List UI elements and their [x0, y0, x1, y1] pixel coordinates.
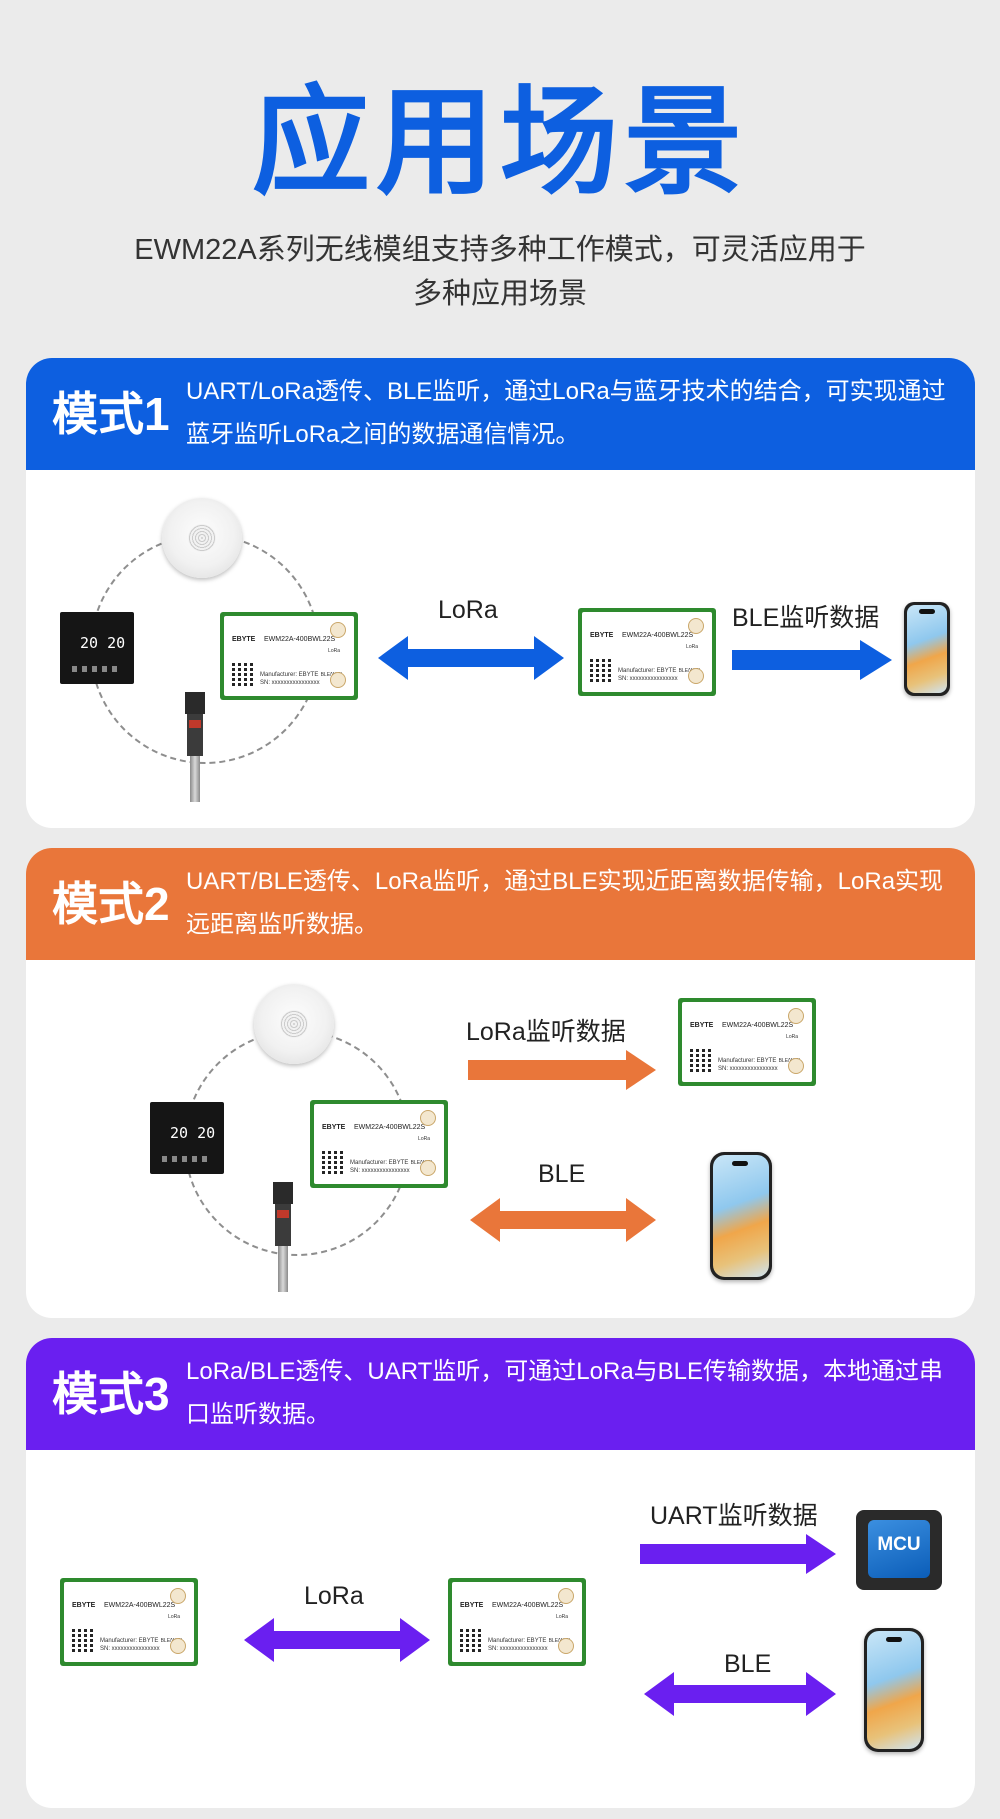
subtitle-line-1: EWM22A系列无线模组支持多种工作模式，可灵活应用于 — [134, 234, 866, 266]
mode1-name: 模式1 — [52, 388, 170, 440]
thermostat-reading: 20 20 — [80, 634, 126, 652]
module-brand: EBYTE — [690, 1022, 714, 1029]
module-tag-lora: LoRa — [556, 1614, 568, 1620]
ble-double-arrow — [470, 1198, 656, 1242]
qr-code-icon — [72, 1628, 96, 1652]
module-sn: SN: xxxxxxxxxxxxxxxx — [618, 676, 678, 682]
mcu-label: MCU — [877, 1534, 921, 1555]
module-manufacturer: Manufacturer: EBYTE — [100, 1638, 159, 1644]
antenna-connector-icon — [170, 1588, 186, 1604]
thermostat-image: 20 20 — [150, 1102, 224, 1174]
mcu-chip-icon: MCU — [856, 1510, 942, 1590]
antenna-connector-icon — [420, 1110, 436, 1126]
mode3-description: LoRa/BLE透传、UART监听，可通过LoRa与BLE传输数据，本地通过串口… — [186, 1358, 944, 1428]
qr-code-icon — [232, 662, 256, 686]
module-model: EWM22A-400BWL22S — [264, 636, 336, 643]
antenna-connector-icon — [170, 1638, 186, 1654]
mode2-description: UART/BLE透传、LoRa监听，通过BLE实现近距离数据传输，LoRa实现远… — [186, 868, 944, 938]
ble-arrow — [732, 640, 892, 680]
smartphone-image — [864, 1628, 924, 1752]
antenna-connector-icon — [330, 672, 346, 688]
uart-listen-arrow — [640, 1534, 836, 1574]
qr-code-icon — [590, 658, 614, 682]
lora-module-b: EBYTE EWM22A-400BWL22S Manufacturer: EBY… — [448, 1578, 586, 1666]
module-brand: EBYTE — [72, 1602, 96, 1609]
module-brand: EBYTE — [590, 632, 614, 639]
mode3-header: 模式3 LoRa/BLE透传、UART监听，可通过LoRa与BLE传输数据，本地… — [26, 1338, 975, 1450]
subtitle-line-2: 多种应用场景 — [412, 278, 587, 310]
module-tag-lora: LoRa — [786, 1034, 798, 1040]
antenna-connector-icon — [330, 622, 346, 638]
thermostat-reading: 20 20 — [170, 1124, 216, 1142]
lora-module-b: EBYTE EWM22A-400BWL22S Manufacturer: EBY… — [578, 608, 716, 696]
module-manufacturer: Manufacturer: EBYTE — [718, 1058, 777, 1064]
antenna-connector-icon — [788, 1058, 804, 1074]
mode2-card: 模式2 UART/BLE透传、LoRa监听，通过BLE实现近距离数据传输，LoR… — [26, 848, 975, 1318]
mode2-name: 模式2 — [52, 878, 170, 930]
module-model: EWM22A-400BWL22S — [492, 1602, 564, 1609]
lora-module-a: EBYTE EWM22A-400BWL22S Manufacturer: EBY… — [220, 612, 358, 700]
antenna-connector-icon — [558, 1588, 574, 1604]
module-tag-lora: LoRa — [328, 648, 340, 654]
lora-double-arrow — [244, 1618, 430, 1662]
smartphone-image — [710, 1152, 772, 1280]
module-tag-lora: LoRa — [686, 644, 698, 650]
mode1-lora-label: LoRa — [438, 596, 498, 624]
thermostat-buttons — [162, 1156, 212, 1162]
mode1-ble-label: BLE监听数据 — [732, 604, 880, 632]
module-model: EWM22A-400BWL22S — [354, 1124, 426, 1131]
mode1-header: 模式1 UART/LoRa透传、BLE监听，通过LoRa与蓝牙技术的结合，可实现… — [26, 358, 975, 470]
mode1-card: 模式1 UART/LoRa透传、BLE监听，通过LoRa与蓝牙技术的结合，可实现… — [26, 358, 975, 828]
page-title: 应用场景 — [251, 77, 748, 209]
module-model: EWM22A-400BWL22S — [722, 1022, 794, 1029]
module-brand: EBYTE — [322, 1124, 346, 1131]
antenna-connector-icon — [788, 1008, 804, 1024]
lora-listen-arrow — [468, 1050, 656, 1090]
module-sn: SN: xxxxxxxxxxxxxxxx — [488, 1646, 548, 1652]
smoke-detector-image — [162, 498, 242, 578]
module-manufacturer: Manufacturer: EBYTE — [260, 672, 319, 678]
antenna-connector-icon — [688, 668, 704, 684]
page-subtitle: EWM22A系列无线模组支持多种工作模式，可灵活应用于 多种应用场景 — [0, 228, 1000, 316]
antenna-connector-icon — [688, 618, 704, 634]
mode3-card: 模式3 LoRa/BLE透传、UART监听，可通过LoRa与BLE传输数据，本地… — [26, 1338, 975, 1808]
mode3-uart-label: UART监听数据 — [650, 1502, 818, 1530]
module-model: EWM22A-400BWL22S — [104, 1602, 176, 1609]
module-manufacturer: Manufacturer: EBYTE — [618, 668, 677, 674]
module-tag-lora: LoRa — [418, 1136, 430, 1142]
module-manufacturer: Manufacturer: EBYTE — [488, 1638, 547, 1644]
mode3-lora-label: LoRa — [304, 1582, 364, 1610]
antenna-connector-icon — [558, 1638, 574, 1654]
qr-code-icon — [690, 1048, 714, 1072]
thermostat-image: 20 20 — [60, 612, 134, 684]
module-brand: EBYTE — [232, 636, 256, 643]
thermostat-buttons — [72, 666, 122, 672]
mode3-name: 模式3 — [52, 1368, 170, 1420]
module-sn: SN: xxxxxxxxxxxxxxxx — [100, 1646, 160, 1652]
module-brand: EBYTE — [460, 1602, 484, 1609]
ble-double-arrow — [644, 1672, 836, 1716]
mode2-header: 模式2 UART/BLE透传、LoRa监听，通过BLE实现近距离数据传输，LoR… — [26, 848, 975, 960]
pressure-sensor-image — [272, 1182, 294, 1292]
qr-code-icon — [322, 1150, 346, 1174]
mode1-description: UART/LoRa透传、BLE监听，通过LoRa与蓝牙技术的结合，可实现通过蓝牙… — [186, 378, 946, 448]
module-sn: SN: xxxxxxxxxxxxxxxx — [350, 1168, 410, 1174]
lora-double-arrow — [378, 636, 564, 680]
lora-module-a: EBYTE EWM22A-400BWL22S Manufacturer: EBY… — [310, 1100, 448, 1188]
smoke-detector-image — [254, 984, 334, 1064]
lora-module-b: EBYTE EWM22A-400BWL22S Manufacturer: EBY… — [678, 998, 816, 1086]
module-sn: SN: xxxxxxxxxxxxxxxx — [260, 680, 320, 686]
antenna-connector-icon — [420, 1160, 436, 1176]
pressure-sensor-image — [184, 692, 206, 802]
qr-code-icon — [460, 1628, 484, 1652]
lora-module-a: EBYTE EWM22A-400BWL22S Manufacturer: EBY… — [60, 1578, 198, 1666]
mode2-lora-label: LoRa监听数据 — [466, 1018, 626, 1046]
module-tag-lora: LoRa — [168, 1614, 180, 1620]
module-manufacturer: Manufacturer: EBYTE — [350, 1160, 409, 1166]
smartphone-image — [904, 602, 950, 696]
module-sn: SN: xxxxxxxxxxxxxxxx — [718, 1066, 778, 1072]
mode3-ble-label: BLE — [724, 1650, 772, 1678]
module-model: EWM22A-400BWL22S — [622, 632, 694, 639]
mode2-ble-label: BLE — [538, 1160, 586, 1188]
